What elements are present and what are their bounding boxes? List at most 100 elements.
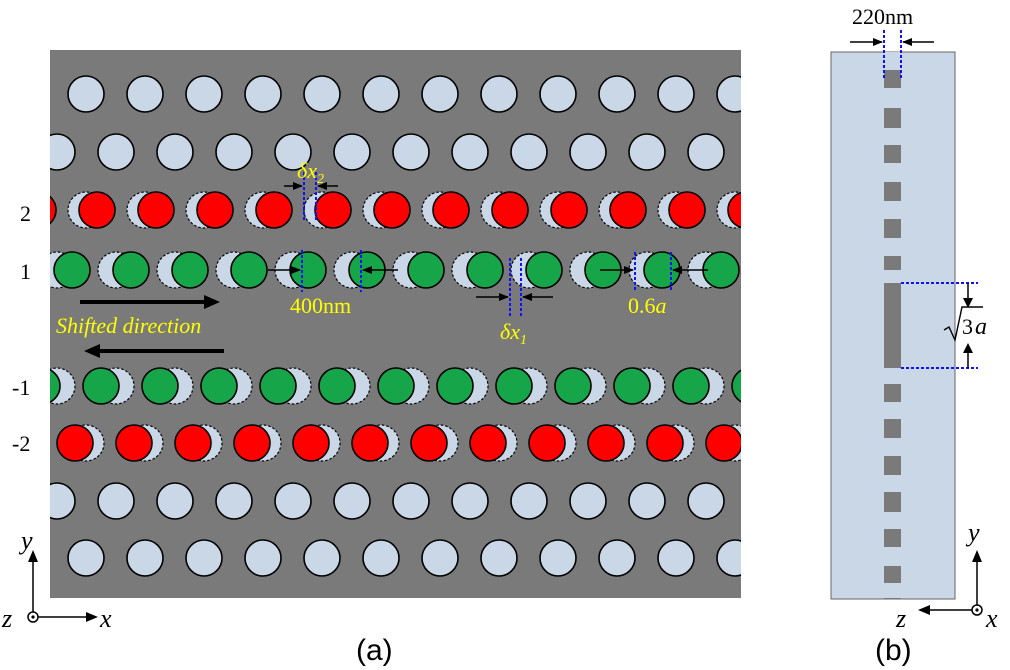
lattice-hole xyxy=(362,539,400,577)
lattice-hole xyxy=(480,75,518,113)
lattice-hole xyxy=(747,134,783,170)
shifted-hole xyxy=(407,251,445,289)
row-label-2: 2 xyxy=(20,201,31,226)
axis-z-label: z xyxy=(1,604,12,633)
shifted-hole xyxy=(727,191,741,229)
shifted-hole xyxy=(525,251,563,289)
shifted-hole xyxy=(646,424,684,462)
axes-b: y z x xyxy=(895,518,998,633)
shifted-hole xyxy=(550,191,588,229)
lattice-hole xyxy=(215,133,253,171)
lattice-hole xyxy=(657,539,695,577)
axis-x-label-b: x xyxy=(985,604,998,633)
panel-a: 2 1 -1 -2 δx2 400nm δx1 xyxy=(1,50,783,667)
shifted-hole xyxy=(672,367,710,405)
lattice-hole xyxy=(716,75,741,113)
lattice-hole xyxy=(539,539,577,577)
side-hole-segment xyxy=(884,547,901,566)
shifted-hole xyxy=(171,251,209,289)
shifted-hole xyxy=(377,367,415,405)
lattice-hole xyxy=(687,133,725,171)
axis-x-label: x xyxy=(99,604,112,633)
shifted-hole xyxy=(702,251,740,289)
shifted-hole xyxy=(554,367,592,405)
lattice-hole xyxy=(156,482,194,520)
side-hole-segment xyxy=(884,402,901,419)
lattice-hole xyxy=(539,75,577,113)
side-hole-segment xyxy=(884,270,901,283)
shifted-hole xyxy=(230,251,268,289)
lattice-hole xyxy=(657,75,695,113)
lattice-hole xyxy=(97,133,135,171)
row-label-minus-2: -2 xyxy=(12,431,30,456)
lattice-hole xyxy=(67,75,105,113)
label-400nm: 400nm xyxy=(290,293,351,318)
shifted-hole xyxy=(259,367,297,405)
side-hole-segment xyxy=(884,475,901,492)
lattice-hole xyxy=(303,75,341,113)
side-hole-segment xyxy=(884,368,901,384)
lattice-hole xyxy=(569,482,607,520)
delta-x1-subscript: 1 xyxy=(520,333,527,348)
lattice-hole xyxy=(185,539,223,577)
lattice-hole xyxy=(244,75,282,113)
shifted-hole xyxy=(528,424,566,462)
shifted-hole xyxy=(410,424,448,462)
svg-text:0.6a: 0.6a xyxy=(628,293,667,318)
lattice-hole xyxy=(451,133,489,171)
lattice-hole xyxy=(480,539,518,577)
shifted-hole xyxy=(255,191,293,229)
thickness-label: 220nm xyxy=(852,4,913,29)
shifted-hole xyxy=(141,367,179,405)
lattice-hole xyxy=(274,133,312,171)
original-hole-position xyxy=(747,368,783,404)
side-hole-segment xyxy=(884,201,901,219)
hole-lattice xyxy=(9,75,783,577)
thickness-annotation: 220nm xyxy=(850,4,934,78)
original-hole-position xyxy=(747,252,783,288)
delta-x2-annotation: δx2 xyxy=(284,158,338,220)
lattice-hole xyxy=(421,75,459,113)
row-label-1: 1 xyxy=(20,259,31,284)
period-var: a xyxy=(975,314,987,340)
lattice-hole xyxy=(392,133,430,171)
shifted-hole xyxy=(200,367,238,405)
lattice-hole xyxy=(185,75,223,113)
side-hole-segment xyxy=(884,52,901,70)
shifted-direction-label: Shifted direction xyxy=(56,313,201,338)
lattice-hole xyxy=(244,539,282,577)
shifted-hole xyxy=(50,368,61,404)
delta-x2-label: δx xyxy=(297,158,317,183)
lattice-hole xyxy=(333,133,371,171)
hole-diameter-annotation: 0.6a xyxy=(600,252,708,318)
shifted-hole xyxy=(587,424,625,462)
axis-y-label-b: y xyxy=(965,518,980,547)
lattice-hole xyxy=(9,76,45,112)
lattice-hole xyxy=(156,133,194,171)
shifted-hole xyxy=(373,191,411,229)
lattice-hole xyxy=(628,482,666,520)
lattice-hole xyxy=(569,133,607,171)
lattice-hole xyxy=(215,482,253,520)
side-hole-segment xyxy=(884,438,901,456)
shifted-hole xyxy=(466,251,504,289)
lattice-hole xyxy=(303,539,341,577)
lattice-constant-annotation: 400nm xyxy=(268,250,398,318)
shifted-hole xyxy=(351,424,389,462)
lattice-hole xyxy=(362,75,400,113)
shifted-hole xyxy=(705,424,741,462)
shifted-hole xyxy=(613,367,651,405)
shifted-hole xyxy=(112,251,150,289)
svg-text:δx1: δx1 xyxy=(500,319,527,348)
shifted-hole xyxy=(137,191,175,229)
shifted-hole xyxy=(196,191,234,229)
side-hole-segment xyxy=(884,583,901,598)
delta-x2-subscript: 2 xyxy=(317,172,324,187)
axes-a: y x z xyxy=(1,526,112,633)
side-hole-segment xyxy=(884,238,901,256)
shifted-hole xyxy=(318,367,356,405)
shifted-hole xyxy=(78,191,116,229)
lattice-hole xyxy=(333,482,371,520)
shifted-hole xyxy=(115,424,153,462)
